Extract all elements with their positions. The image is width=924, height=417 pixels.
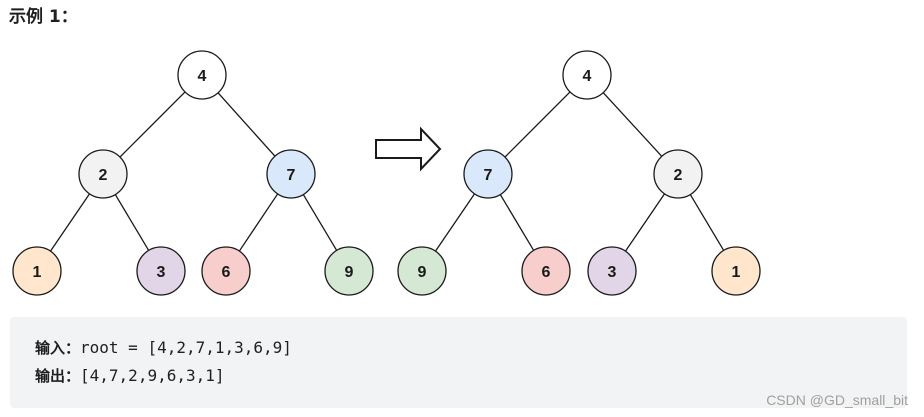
input-tree-node-2: 2 — [78, 149, 128, 199]
node-circle — [177, 50, 227, 100]
node-label: 3 — [157, 264, 166, 281]
node-label: 7 — [484, 167, 493, 184]
output-tree-node-2: 2 — [653, 149, 703, 199]
input-value: root = [4,2,7,1,3,6,9] — [80, 338, 292, 357]
node-circle — [711, 246, 761, 296]
output-tree-edge-b2-b1 — [689, 194, 725, 251]
node-label: 2 — [674, 167, 683, 184]
node-circle — [397, 246, 447, 296]
node-label: 4 — [583, 68, 592, 85]
input-tree-edge-a2-a3 — [114, 194, 150, 251]
node-circle — [201, 246, 251, 296]
node-label: 6 — [542, 264, 551, 281]
watermark: CSDN @GD_small_bit — [766, 392, 908, 408]
input-label: 输入： — [35, 339, 81, 357]
node-circle — [266, 149, 316, 199]
example-heading: 示例 1： — [9, 7, 78, 27]
output-label: 输出： — [35, 367, 81, 385]
tree-nodes: 4 2 7 1 3 6 9 4 7 2 9 6 3 1 — [12, 50, 761, 296]
output-tree-edge-b4-b2 — [602, 92, 663, 157]
output-tree-node-3: 3 — [587, 246, 637, 296]
output-tree-node-7: 7 — [463, 149, 513, 199]
node-circle — [562, 50, 612, 100]
output-value: [4,7,2,9,6,3,1] — [80, 366, 225, 385]
input-tree-node-3: 3 — [136, 246, 186, 296]
output-tree-edge-b4-b7 — [504, 91, 571, 158]
input-line: 输入：root = [4,2,7,1,3,6,9] — [35, 334, 907, 362]
node-circle — [521, 246, 571, 296]
output-tree-edge-b7-b6 — [499, 194, 535, 251]
input-tree-node-7: 7 — [266, 149, 316, 199]
node-circle — [136, 246, 186, 296]
node-circle — [324, 246, 374, 296]
node-circle — [653, 149, 703, 199]
output-tree-edge-b7-b9 — [434, 193, 476, 252]
node-label: 1 — [732, 264, 741, 281]
tree-inversion-diagram: 4 2 7 1 3 6 9 4 7 2 9 6 3 1 — [12, 50, 761, 296]
output-tree-node-9: 9 — [397, 246, 447, 296]
node-label: 7 — [287, 167, 296, 184]
node-circle — [587, 246, 637, 296]
tree-edges — [49, 91, 725, 252]
output-tree-node-6: 6 — [521, 246, 571, 296]
input-tree-node-9: 9 — [324, 246, 374, 296]
transform-arrow-icon — [375, 126, 442, 172]
node-label: 6 — [222, 264, 231, 281]
node-circle — [463, 149, 513, 199]
node-label: 3 — [608, 264, 617, 281]
node-label: 1 — [33, 264, 42, 281]
node-label: 2 — [99, 167, 108, 184]
input-tree-edge-a2-a1 — [49, 193, 91, 252]
output-tree-edge-b2-b3 — [624, 193, 666, 252]
node-label: 9 — [345, 264, 354, 281]
node-label: 9 — [418, 264, 427, 281]
input-tree-edge-a4-a2 — [119, 91, 186, 158]
output-tree-node-1: 1 — [711, 246, 761, 296]
input-tree-node-6: 6 — [201, 246, 251, 296]
output-tree-node-4: 4 — [562, 50, 612, 100]
node-circle — [78, 149, 128, 199]
node-label: 4 — [198, 68, 207, 85]
input-tree-node-1: 1 — [12, 246, 62, 296]
output-line: 输出：[4,7,2,9,6,3,1] — [35, 362, 907, 390]
example-code-block: 输入：root = [4,2,7,1,3,6,9] 输出：[4,7,2,9,6,… — [10, 317, 907, 408]
node-circle — [12, 246, 62, 296]
input-tree-edge-a7-a6 — [238, 193, 279, 252]
input-tree-node-4: 4 — [177, 50, 227, 100]
input-tree-edge-a4-a7 — [217, 92, 276, 157]
input-tree-edge-a7-a9 — [302, 194, 338, 251]
